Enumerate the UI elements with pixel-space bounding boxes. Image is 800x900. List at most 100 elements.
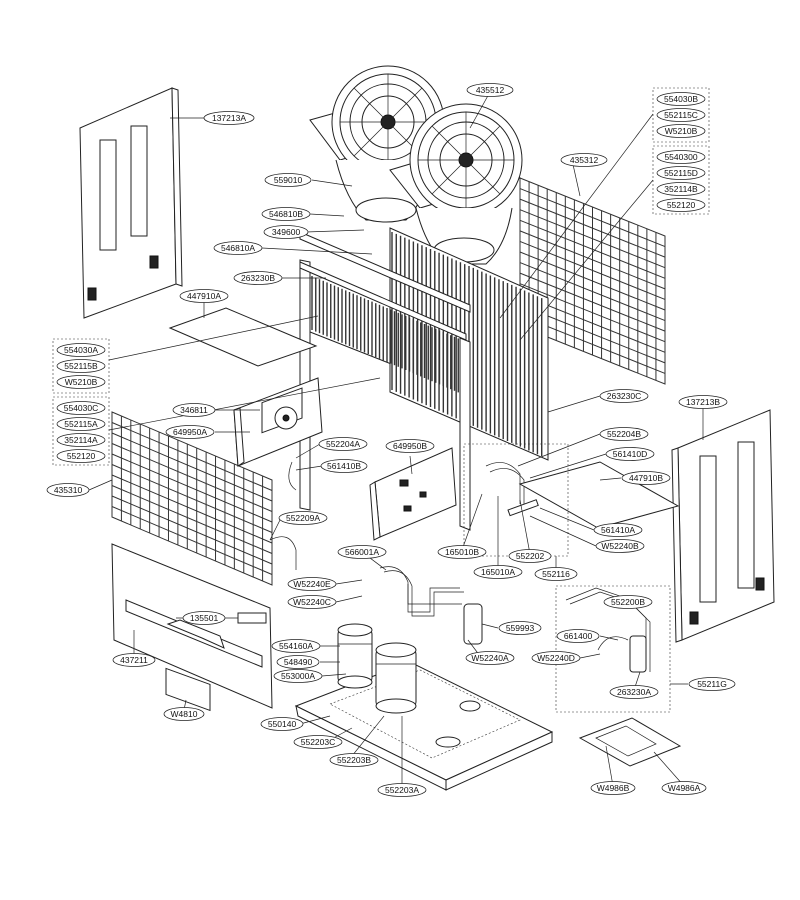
- label-W4986A: W4986A: [661, 781, 707, 795]
- label-649950B: 649950B: [385, 439, 435, 453]
- control-box: [233, 377, 323, 467]
- group-label: W5210B: [656, 124, 706, 138]
- group-label: 552120: [56, 449, 106, 463]
- bottom-bracket: [578, 717, 682, 767]
- svg-text:552200B: 552200B: [611, 597, 645, 607]
- group-label: 352114A: [56, 433, 106, 447]
- label-group-left-a: 554030A 552115B W5210B: [56, 343, 106, 389]
- label-437211: 437211: [112, 653, 156, 667]
- label-346811: 346811: [172, 403, 216, 417]
- coil-cover-plate: [168, 307, 318, 367]
- label-group-top-right-a: 554030B 552115C W5210B: [656, 92, 706, 138]
- label-566001A: 566001A: [337, 545, 387, 559]
- label-435312: 435312: [560, 153, 608, 167]
- left-wire-grille: [111, 411, 273, 586]
- label-559993: 559993: [498, 621, 542, 635]
- label-165010A: 165010A: [473, 565, 523, 579]
- svg-text:W52240B: W52240B: [601, 541, 639, 551]
- label-552204A: 552204A: [318, 437, 368, 451]
- svg-text:561410B: 561410B: [327, 461, 361, 471]
- label-559010: 559010: [264, 173, 312, 187]
- left-side-door-panel: [79, 87, 183, 319]
- label-263230B: 263230B: [233, 271, 283, 285]
- svg-text:552115B: 552115B: [64, 361, 98, 371]
- svg-text:552203B: 552203B: [337, 755, 371, 765]
- label-561410B: 561410B: [320, 459, 368, 473]
- svg-text:55211G: 55211G: [697, 679, 727, 689]
- svg-text:552202: 552202: [516, 551, 545, 561]
- svg-text:346811: 346811: [180, 405, 208, 415]
- base-pan: [294, 661, 554, 791]
- label-263230A: 263230A: [609, 685, 659, 699]
- svg-text:552116: 552116: [542, 569, 570, 579]
- svg-text:435312: 435312: [570, 155, 599, 165]
- svg-text:W4986A: W4986A: [668, 783, 701, 793]
- label-552203B: 552203B: [329, 753, 379, 767]
- svg-text:263230A: 263230A: [617, 687, 651, 697]
- svg-text:435512: 435512: [476, 85, 505, 95]
- svg-text:552115A: 552115A: [64, 419, 98, 429]
- group-label: 352114B: [656, 182, 706, 196]
- group-label: 552115D: [656, 166, 706, 180]
- label-552116: 552116: [534, 567, 578, 581]
- label-165010B: 165010B: [437, 545, 487, 559]
- label-263230C: 263230C: [599, 389, 649, 403]
- svg-text:552204A: 552204A: [326, 439, 360, 449]
- refrigerant-piping: [269, 461, 539, 645]
- group-label: 554030A: [56, 343, 106, 357]
- label-553000A: 553000A: [273, 669, 323, 683]
- svg-text:554160A: 554160A: [279, 641, 313, 651]
- label-group-left-b: 554030C 552115A 352114A 552120: [56, 401, 106, 463]
- svg-text:552203A: 552203A: [385, 785, 419, 795]
- svg-text:552209A: 552209A: [286, 513, 320, 523]
- label-561410A: 561410A: [593, 523, 643, 537]
- leader-lines: [88, 91, 704, 788]
- label-546810B: 546810B: [261, 207, 311, 221]
- label-661400: 661400: [556, 629, 600, 643]
- svg-text:352114B: 352114B: [664, 184, 698, 194]
- label-435512: 435512: [466, 83, 514, 97]
- svg-text:W5210B: W5210B: [665, 126, 698, 136]
- condenser-coil: [299, 227, 549, 531]
- group-label: 554030B: [656, 92, 706, 106]
- label-447910B: 447910B: [621, 471, 671, 485]
- piping-group-outline: [463, 443, 569, 557]
- svg-text:566001A: 566001A: [345, 547, 379, 557]
- label-552203C: 552203C: [293, 735, 343, 749]
- label-W52240E: W52240E: [287, 577, 337, 591]
- label-546810A: 546810A: [213, 241, 263, 255]
- label-554160A: 554160A: [271, 639, 321, 653]
- svg-text:447910B: 447910B: [629, 473, 663, 483]
- drain-plate: [518, 461, 680, 529]
- label-W4986B: W4986B: [590, 781, 636, 795]
- label-552200B: 552200B: [603, 595, 653, 609]
- svg-text:W4986B: W4986B: [597, 783, 630, 793]
- group-label: 552115B: [56, 359, 106, 373]
- svg-text:W52240E: W52240E: [293, 579, 331, 589]
- svg-text:437211: 437211: [120, 655, 148, 665]
- label-group-top-right-b: 5540300 552115D 352114B 552120: [656, 150, 706, 212]
- svg-text:649950B: 649950B: [393, 441, 427, 451]
- label-W52240D: W52240D: [531, 651, 581, 665]
- svg-text:263230B: 263230B: [241, 273, 275, 283]
- svg-text:554030B: 554030B: [664, 94, 698, 104]
- group-label: W5210B: [56, 375, 106, 389]
- svg-text:559993: 559993: [506, 623, 535, 633]
- svg-text:135501: 135501: [190, 613, 219, 623]
- group-box-left-b: [52, 396, 110, 466]
- label-548490: 548490: [276, 655, 320, 669]
- svg-text:553000A: 553000A: [281, 671, 315, 681]
- group-label: 552120: [656, 198, 706, 212]
- svg-text:550140: 550140: [268, 719, 297, 729]
- svg-text:447910A: 447910A: [187, 291, 221, 301]
- svg-text:137213B: 137213B: [686, 397, 720, 407]
- svg-text:559010: 559010: [274, 175, 303, 185]
- svg-text:554030A: 554030A: [64, 345, 98, 355]
- compressors: [337, 623, 417, 714]
- svg-text:661400: 661400: [564, 631, 593, 641]
- part-labels: 137213A 435512 435312 559010 546810B 349…: [46, 83, 736, 797]
- svg-text:W52240A: W52240A: [471, 653, 509, 663]
- label-55211G: 55211G: [688, 677, 736, 691]
- label-137213A: 137213A: [203, 111, 255, 125]
- svg-text:546810B: 546810B: [269, 209, 303, 219]
